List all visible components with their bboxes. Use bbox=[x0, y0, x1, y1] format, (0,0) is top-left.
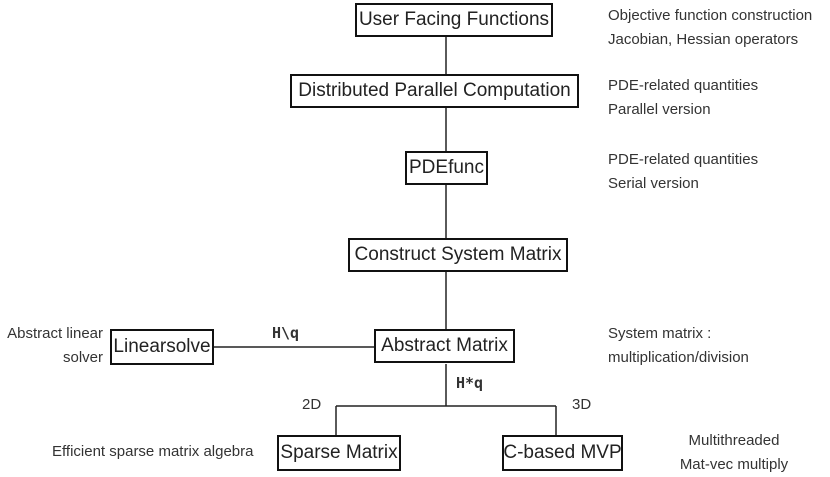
linearsolve-label: Linearsolve bbox=[113, 336, 211, 357]
solve-operator-label: H\q bbox=[272, 324, 300, 342]
abstract-matrix-label: Abstract Matrix bbox=[381, 335, 508, 356]
note-user-facing-line: Jacobian, Hessian operators bbox=[608, 31, 799, 48]
note-linearsolve-line: solver bbox=[62, 349, 103, 366]
distributed-parallel-computation-box: Distributed Parallel Computation bbox=[290, 74, 579, 108]
linearsolve-box: Linearsolve bbox=[110, 329, 214, 365]
c-based-mvp-label: C-based MVP bbox=[503, 442, 622, 463]
abstract-matrix-box: Abstract Matrix bbox=[374, 329, 515, 363]
c-based-mvp-box: C-based MVP bbox=[502, 435, 623, 471]
note-distributed-line: PDE-related quantities bbox=[608, 77, 759, 94]
note-pdefunc: PDE-related quantities Serial version bbox=[608, 148, 758, 196]
distributed-parallel-computation-label: Distributed Parallel Computation bbox=[298, 80, 571, 101]
pdefunc-box: PDEfunc bbox=[405, 151, 488, 185]
pdefunc-label: PDEfunc bbox=[409, 157, 484, 178]
note-cmvp: Multithreaded Mat-vec multiply bbox=[668, 429, 800, 477]
sparse-matrix-box: Sparse Matrix bbox=[277, 435, 401, 471]
note-cmvp-line: Mat-vec multiply bbox=[679, 456, 789, 473]
note-linearsolve-line: Abstract linear bbox=[7, 325, 103, 342]
note-cmvp-line: Multithreaded bbox=[688, 432, 780, 449]
user-facing-functions-box: User Facing Functions bbox=[355, 3, 553, 37]
construct-system-matrix-box: Construct System Matrix bbox=[348, 238, 568, 272]
branch-2d-label: 2D bbox=[302, 396, 322, 413]
note-linearsolve: Abstract linear solver bbox=[0, 322, 103, 370]
note-distributed: PDE-related quantities Parallel version bbox=[608, 74, 758, 122]
note-distributed-line: Parallel version bbox=[608, 101, 711, 118]
note-user-facing: Objective function construction Jacobian… bbox=[608, 4, 812, 52]
note-abstract-line: System matrix : bbox=[608, 325, 712, 342]
construct-system-matrix-label: Construct System Matrix bbox=[354, 244, 562, 265]
note-sparse: Efficient sparse matrix algebra bbox=[52, 443, 254, 460]
note-pdefunc-line: PDE-related quantities bbox=[608, 151, 759, 168]
note-abstract-line: multiplication/division bbox=[608, 349, 749, 366]
note-user-facing-line: Objective function construction bbox=[608, 7, 813, 24]
user-facing-functions-label: User Facing Functions bbox=[358, 9, 550, 30]
branch-3d-label: 3D bbox=[572, 396, 592, 413]
sparse-matrix-label: Sparse Matrix bbox=[280, 442, 398, 463]
note-pdefunc-line: Serial version bbox=[608, 175, 699, 192]
multiply-operator-label: H*q bbox=[456, 374, 484, 392]
note-abstract: System matrix : multiplication/division bbox=[608, 322, 749, 370]
